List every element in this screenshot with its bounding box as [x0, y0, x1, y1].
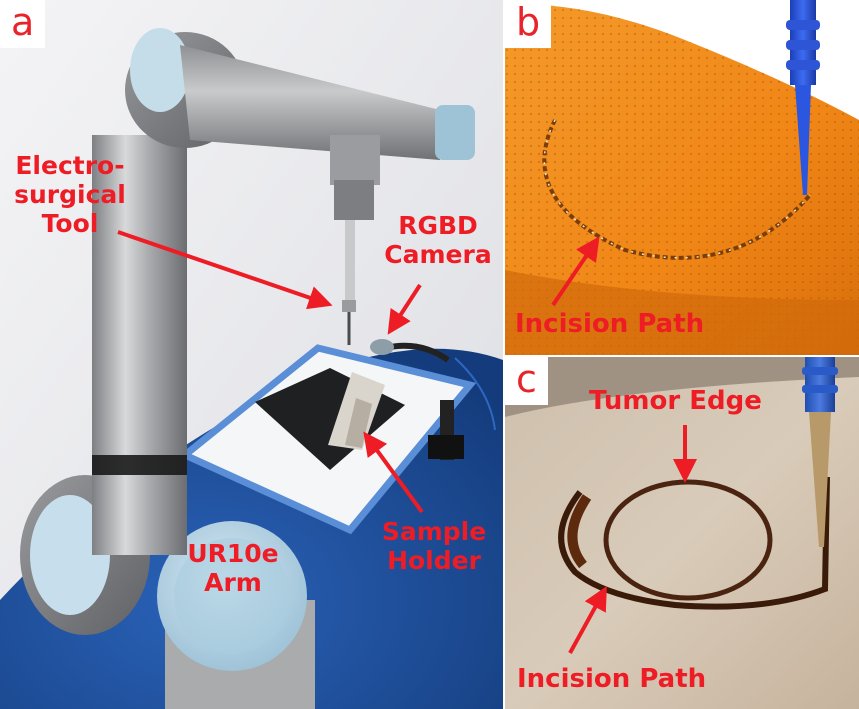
- arm-label-line-1: UR10e: [187, 539, 279, 568]
- sample-holder-label: Sample Holder: [368, 517, 500, 576]
- simulated-tissue-render: [505, 0, 859, 355]
- incision-path-label-b: Incision Path: [515, 309, 705, 339]
- panel-c-tissue-result: c Tumor Edge Incision Path: [505, 357, 859, 709]
- tool-label-line-2: surgical: [14, 179, 126, 209]
- tool-label-line-3: Tool: [41, 208, 99, 238]
- camera-label-line-1: RGBD: [398, 211, 478, 240]
- rgbd-camera-label: RGBD Camera: [372, 211, 503, 270]
- camera-label-line-2: Camera: [384, 239, 492, 269]
- arm-label-line-2: Arm: [204, 567, 262, 597]
- panel-letter-b: b: [505, 0, 552, 48]
- panel-a-robot-photo: a Electro- surgical Tool RGBD Camera Sam…: [0, 0, 503, 709]
- ur10e-arm-label: UR10e Arm: [168, 539, 298, 598]
- panel-b-simulation: b Incision Path: [505, 0, 859, 355]
- holder-label-line-2: Holder: [387, 545, 481, 575]
- tool-label-line-1: Electro-: [15, 151, 125, 180]
- robot-scene-illustration: [0, 0, 503, 709]
- panel-letter-a: a: [0, 0, 46, 48]
- electrosurgical-tool-label: Electro- surgical Tool: [2, 151, 138, 238]
- holder-label-line-1: Sample: [381, 517, 487, 546]
- panel-letter-c: c: [505, 357, 548, 405]
- tumor-edge-label: Tumor Edge: [589, 386, 762, 416]
- incision-path-label-c: Incision Path: [517, 664, 707, 694]
- tissue-photo-illustration: [505, 357, 859, 709]
